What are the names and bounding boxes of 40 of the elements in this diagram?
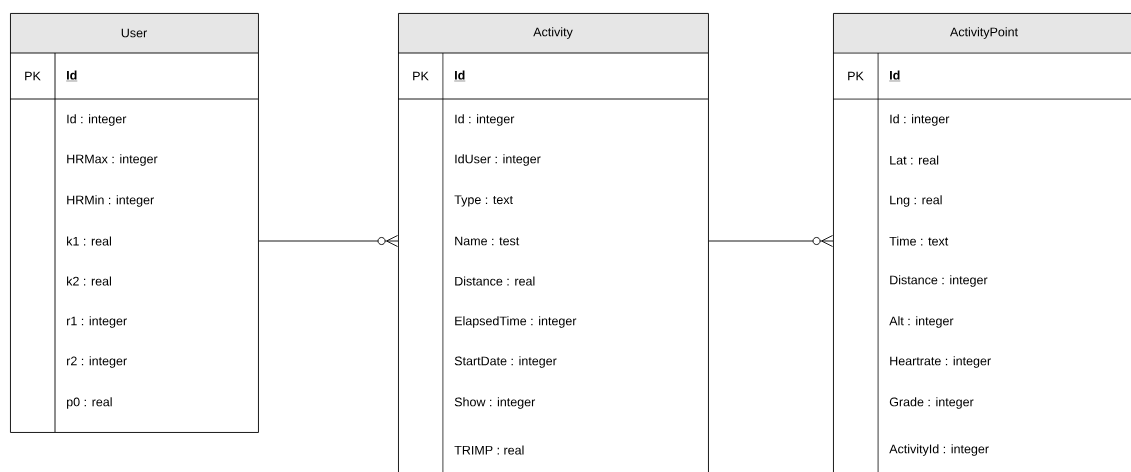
attribute: HRMin : integer bbox=[67, 195, 154, 207]
table-header: ActivityPoint bbox=[950, 27, 1018, 39]
attribute: p0 : real bbox=[67, 397, 112, 409]
attribute: Id : integer bbox=[67, 114, 127, 126]
relationship-line bbox=[258, 235, 399, 247]
attribute: Distance : integer bbox=[890, 275, 988, 287]
attribute: TRIMP : real bbox=[454, 445, 524, 455]
primary-key: Id bbox=[454, 70, 466, 82]
attribute: ActivityId : integer bbox=[889, 444, 989, 456]
attribute: IdUser : integer bbox=[455, 154, 541, 166]
attribute: Id : integer bbox=[890, 114, 950, 126]
relationship-line bbox=[708, 235, 834, 247]
key-label: PK bbox=[25, 71, 41, 81]
entity-table bbox=[9, 13, 259, 433]
attribute: Heartrate : integer bbox=[890, 356, 991, 368]
attribute: Distance : real bbox=[455, 276, 535, 286]
attribute: Type : text bbox=[454, 195, 513, 207]
attribute: HRMax : integer bbox=[67, 154, 158, 166]
attribute: Lng : real bbox=[890, 195, 942, 207]
attribute: k1 : real bbox=[67, 236, 111, 246]
key-label: PK bbox=[413, 71, 429, 81]
attribute: Id : integer bbox=[455, 114, 515, 126]
attribute: Name : test bbox=[455, 236, 520, 246]
attribute: Lat : real bbox=[890, 155, 939, 165]
entity-table bbox=[397, 13, 709, 472]
primary-key: Id bbox=[66, 70, 78, 82]
attribute: Time : text bbox=[889, 236, 949, 246]
table-header: Activity bbox=[533, 27, 573, 39]
table-header: User bbox=[121, 28, 147, 38]
entity-table bbox=[832, 13, 1131, 472]
attribute: StartDate : integer bbox=[454, 356, 557, 368]
attribute: k2 : real bbox=[67, 276, 111, 286]
primary-key: Id bbox=[889, 70, 901, 82]
attribute: Alt : integer bbox=[889, 316, 954, 328]
attribute: r2 : integer bbox=[67, 356, 127, 368]
attribute: Grade : integer bbox=[889, 397, 974, 409]
attribute: Show : integer bbox=[454, 397, 536, 409]
attribute: ElapsedTime : integer bbox=[455, 316, 577, 328]
attribute: r1 : integer bbox=[67, 316, 127, 328]
key-label: PK bbox=[848, 71, 864, 81]
